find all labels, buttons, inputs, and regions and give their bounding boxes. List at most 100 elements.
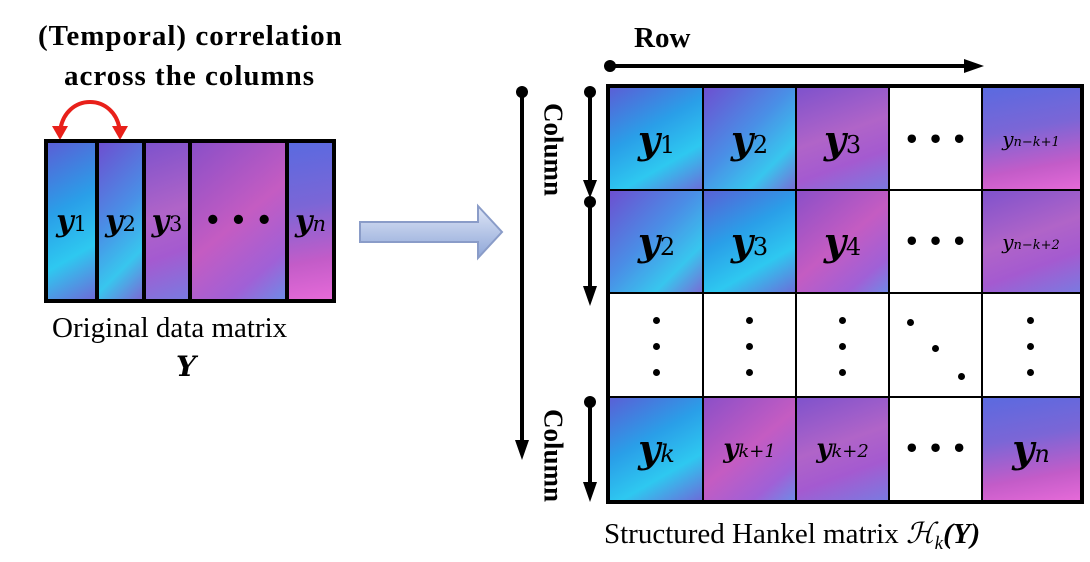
vdots-icon	[1027, 317, 1034, 324]
grid-line	[981, 88, 983, 500]
cell-sub: k+2	[831, 440, 869, 462]
hankel-matrix: y1 y2 y3 • • • yn−k+1 y2 y3 y4 • • • yn−…	[606, 84, 1084, 504]
ellipsis-horizontal: • • •	[204, 206, 273, 236]
grid-line	[610, 292, 1080, 294]
coln-base: y	[295, 203, 313, 239]
hankel-vdots-row	[610, 293, 1080, 397]
hankel-cell-r2c3: y4	[796, 190, 889, 293]
cell-sub: k	[660, 440, 675, 468]
hankel-cell-r2c1: y2	[610, 190, 703, 293]
correlation-title-line1: (Temporal) correlation	[38, 20, 343, 52]
col3-sub: 3	[169, 211, 183, 236]
ddots-icon	[907, 319, 914, 326]
grid-line	[702, 88, 704, 500]
cell-base: y	[1002, 229, 1014, 254]
ddots-icon	[932, 345, 939, 352]
hankel-cell-r4c4: • • •	[889, 397, 982, 500]
hankel-cell-r1c2: y2	[703, 88, 796, 190]
hankel-cell-r4c1: yk	[610, 397, 703, 500]
original-matrix-caption: Original data matrix	[52, 312, 288, 344]
vdots-icon	[653, 343, 660, 350]
cell-base: y	[723, 433, 739, 464]
vdots-icon	[1027, 343, 1034, 350]
hankel-symbol: ℋ	[906, 516, 935, 550]
hankel-cell-r2c4: • • •	[889, 190, 982, 293]
correlation-double-arrow	[52, 100, 128, 140]
vdots-icon	[746, 317, 753, 324]
hankel-cell-r1c3: y3	[796, 88, 889, 190]
column-label-top: Column	[538, 102, 569, 197]
hankel-cell-r4c2: yk+1	[703, 397, 796, 500]
hankel-caption: Structured Hankel matrix ℋk(Y)	[604, 516, 980, 555]
grid-line	[610, 189, 1080, 191]
data-column-1: y1	[48, 143, 95, 299]
transform-arrow-icon	[359, 203, 504, 261]
hankel-cell-r2c2: y3	[703, 190, 796, 293]
vdots-icon	[746, 343, 753, 350]
hankel-cell-r4c3: yk+2	[796, 397, 889, 500]
cell-sub: k+1	[738, 440, 776, 462]
column-divider	[285, 143, 289, 299]
vdots-icon	[746, 369, 753, 376]
cell-sub: 2	[659, 233, 676, 261]
column-divider	[188, 143, 192, 299]
cell-sub: 1	[659, 130, 676, 159]
vdots-icon	[1027, 369, 1034, 376]
data-column-ellipsis: • • •	[192, 143, 285, 299]
original-matrix-symbol: Y	[176, 350, 196, 383]
hankel-subscript: k	[934, 533, 944, 554]
cell-sub: 4	[845, 233, 862, 261]
cell-base: y	[1002, 127, 1014, 151]
vdots-icon	[653, 317, 660, 324]
grid-line	[795, 88, 797, 500]
cell-sub: 3	[845, 130, 862, 159]
hankel-cell-r1c4: • • •	[889, 88, 982, 190]
cell-base: y	[638, 426, 661, 471]
col2-sub: 2	[122, 211, 136, 236]
data-column-2: y2	[99, 143, 142, 299]
hankel-cell-r1c5: yn−k+1	[982, 88, 1080, 190]
col1-base: y	[56, 203, 74, 239]
data-column-n: yn	[289, 143, 332, 299]
vdots-icon	[839, 343, 846, 350]
column-short-arrow-top	[583, 86, 597, 306]
col1-sub: 1	[73, 211, 87, 236]
hankel-cell-r4c5: yn	[982, 397, 1080, 500]
cell-base: y	[816, 433, 832, 464]
column-label-bottom: Column	[538, 408, 569, 503]
ellipsis-horizontal: • • •	[904, 434, 967, 463]
ellipsis-horizontal: • • •	[904, 227, 967, 256]
cell-base: y	[823, 116, 846, 162]
original-data-matrix: y1 y2 y3 • • • yn	[44, 139, 336, 303]
ellipsis-horizontal: • • •	[904, 124, 967, 154]
coln-sub: n	[312, 211, 326, 236]
col2-base: y	[105, 203, 123, 239]
cell-sub: 3	[752, 233, 769, 261]
ddots-icon	[958, 373, 965, 380]
grid-line	[888, 88, 890, 500]
cell-sub: 2	[752, 130, 769, 159]
cell-base: y	[1012, 426, 1035, 471]
row-label: Row	[634, 22, 691, 54]
cell-base: y	[730, 116, 753, 162]
vdots-icon	[839, 369, 846, 376]
column-short-arrow-bottom	[583, 396, 597, 502]
correlation-title-line2: across the columns	[64, 60, 316, 92]
cell-base: y	[730, 219, 753, 264]
vdots-icon	[839, 317, 846, 324]
grid-line	[610, 396, 1080, 398]
hankel-caption-text: Structured Hankel matrix	[604, 518, 906, 550]
data-column-3: y3	[146, 143, 188, 299]
cell-base: y	[823, 219, 846, 264]
hankel-cell-r2c5: yn−k+2	[982, 190, 1080, 293]
hankel-cell-r1c1: y1	[610, 88, 703, 190]
cell-sub: n−k+2	[1013, 237, 1060, 253]
cell-base: y	[637, 116, 660, 162]
column-long-arrow	[515, 86, 529, 460]
column-divider	[142, 143, 146, 299]
vdots-icon	[653, 369, 660, 376]
row-arrow	[604, 59, 984, 73]
hankel-argument: (Y)	[943, 518, 981, 550]
cell-sub: n−k+1	[1013, 135, 1060, 150]
column-divider	[95, 143, 99, 299]
